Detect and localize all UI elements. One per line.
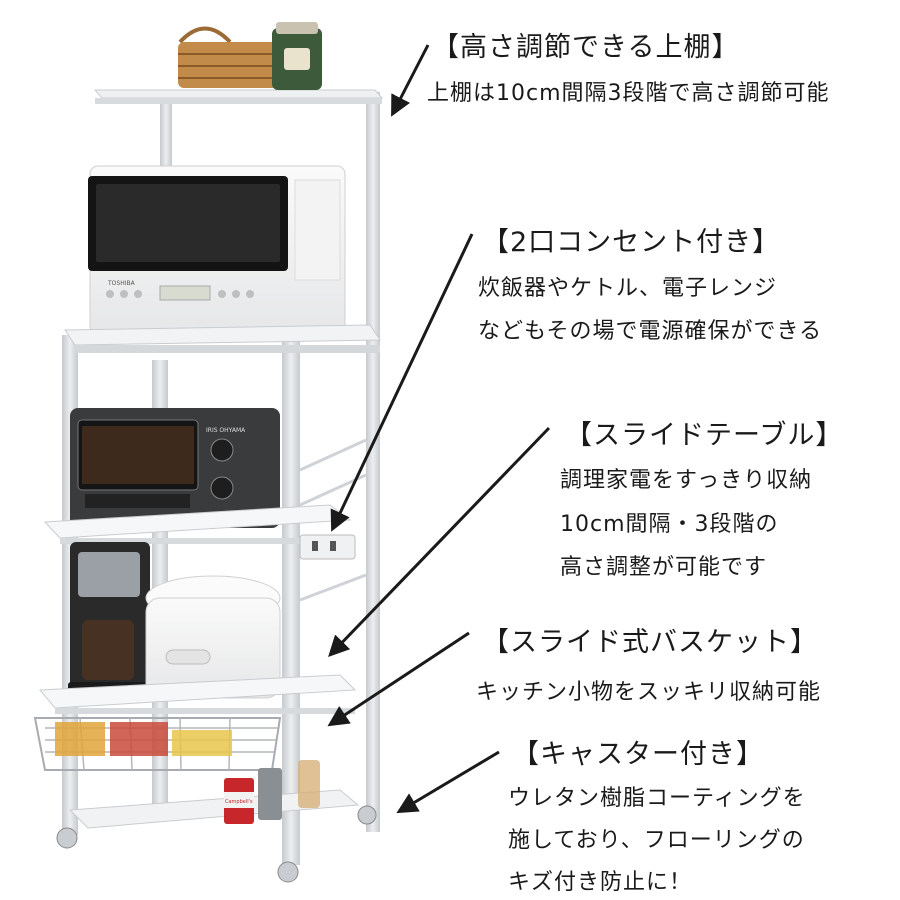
feature-line: 高さ調整が可能です bbox=[560, 555, 768, 580]
feature-line: などもその場で電源確保ができる bbox=[478, 319, 823, 344]
casters bbox=[56, 805, 377, 883]
feature-title: 【スライド式バスケット】 bbox=[482, 627, 818, 658]
feature-line: キズ付き防止に！ bbox=[508, 870, 693, 895]
storage-jar bbox=[272, 22, 322, 90]
feature-title: 【キャスター付き】 bbox=[512, 739, 764, 770]
arrow-basket bbox=[327, 631, 470, 727]
arrow-casters bbox=[396, 750, 500, 814]
microwave-brand: TOSHIBA bbox=[107, 280, 136, 287]
top-shelf bbox=[93, 89, 384, 104]
arrow-outlet bbox=[330, 233, 474, 532]
feature-line: 上棚は10cm間隔3段階で高さ調節可能 bbox=[427, 81, 830, 106]
feature-title: 【高さ調節できる上棚】 bbox=[432, 32, 740, 63]
toaster-oven bbox=[70, 408, 280, 528]
feature-line: ウレタン樹脂コーティングを bbox=[508, 786, 806, 811]
feature-line: 10cm間隔・3段階の bbox=[560, 512, 779, 537]
feature-line: キッチン小物をスッキリ収納可能 bbox=[476, 680, 822, 705]
feature-title: 【スライドテーブル】 bbox=[565, 420, 844, 451]
canned-goods bbox=[224, 760, 320, 824]
feature-line: 施しており、フローリングの bbox=[508, 828, 805, 853]
feature-line: 炊飯器やケトル、電子レンジ bbox=[478, 276, 778, 301]
middle-shelf bbox=[38, 674, 357, 714]
arrow-slide-table bbox=[328, 426, 551, 658]
feature-title: 【2口コンセント付き】 bbox=[482, 227, 781, 258]
microwave-shelf bbox=[64, 324, 381, 353]
slide-table bbox=[43, 504, 352, 544]
power-outlet bbox=[299, 534, 356, 560]
rice-cooker bbox=[145, 575, 281, 699]
wicker-basket bbox=[178, 26, 278, 88]
can-label: Campbell's bbox=[225, 799, 253, 805]
arrow-upper-shelf bbox=[391, 44, 430, 117]
coffee-maker bbox=[68, 542, 154, 696]
microwave-oven bbox=[88, 165, 346, 335]
toaster-brand: IRIS OHYAMA bbox=[206, 427, 246, 434]
feature-line: 調理家電をすっきり収納 bbox=[560, 468, 813, 493]
